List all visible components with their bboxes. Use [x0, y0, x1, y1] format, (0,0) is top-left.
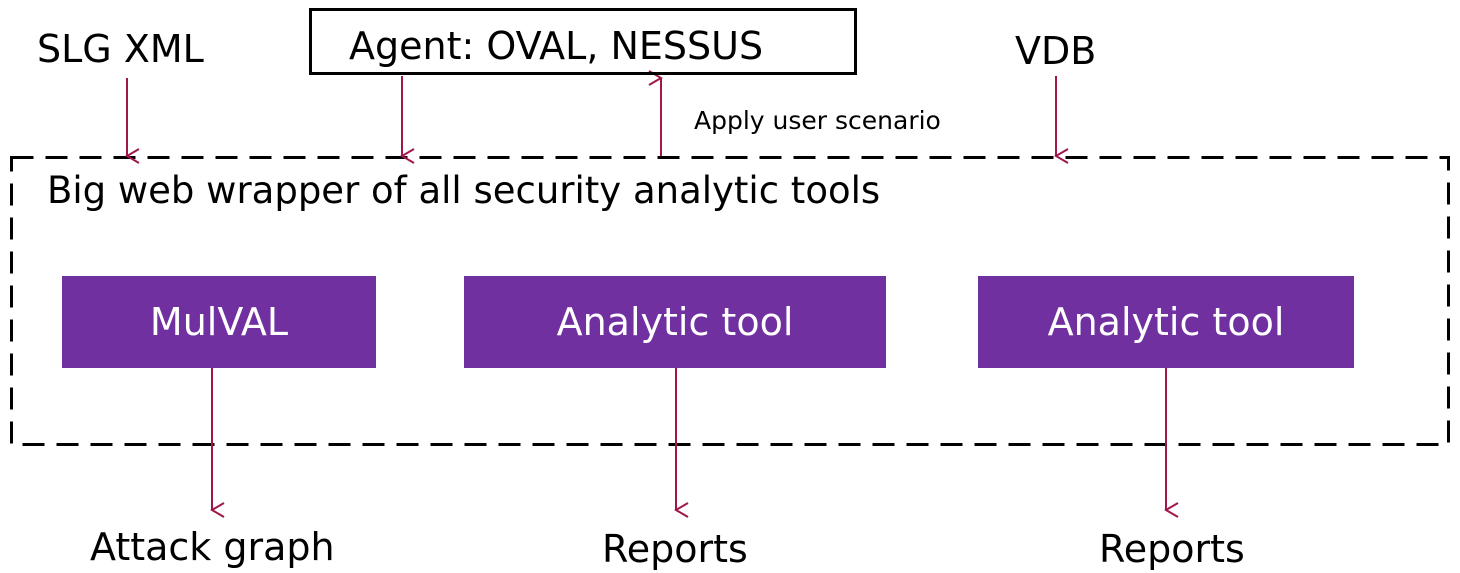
analytic-tool-box-2: Analytic tool: [978, 276, 1354, 368]
vdb-label: VDB: [1015, 29, 1097, 73]
slg-xml-label: SLG XML: [37, 27, 204, 71]
reports-label-2: Reports: [1099, 527, 1245, 571]
wrapper-title: Big web wrapper of all security analytic…: [47, 169, 881, 212]
mulval-box: MulVAL: [62, 276, 376, 368]
reports-label-1: Reports: [602, 527, 748, 571]
apply-user-scenario-label: Apply user scenario: [694, 106, 941, 135]
analytic-tool-box-1: Analytic tool: [464, 276, 886, 368]
attack-graph-label: Attack graph: [90, 525, 335, 569]
wrapper-dashed-border: [10, 156, 1450, 446]
agent-box: Agent: OVAL, NESSUS: [309, 8, 857, 75]
agent-label: Agent: OVAL, NESSUS: [349, 24, 764, 68]
